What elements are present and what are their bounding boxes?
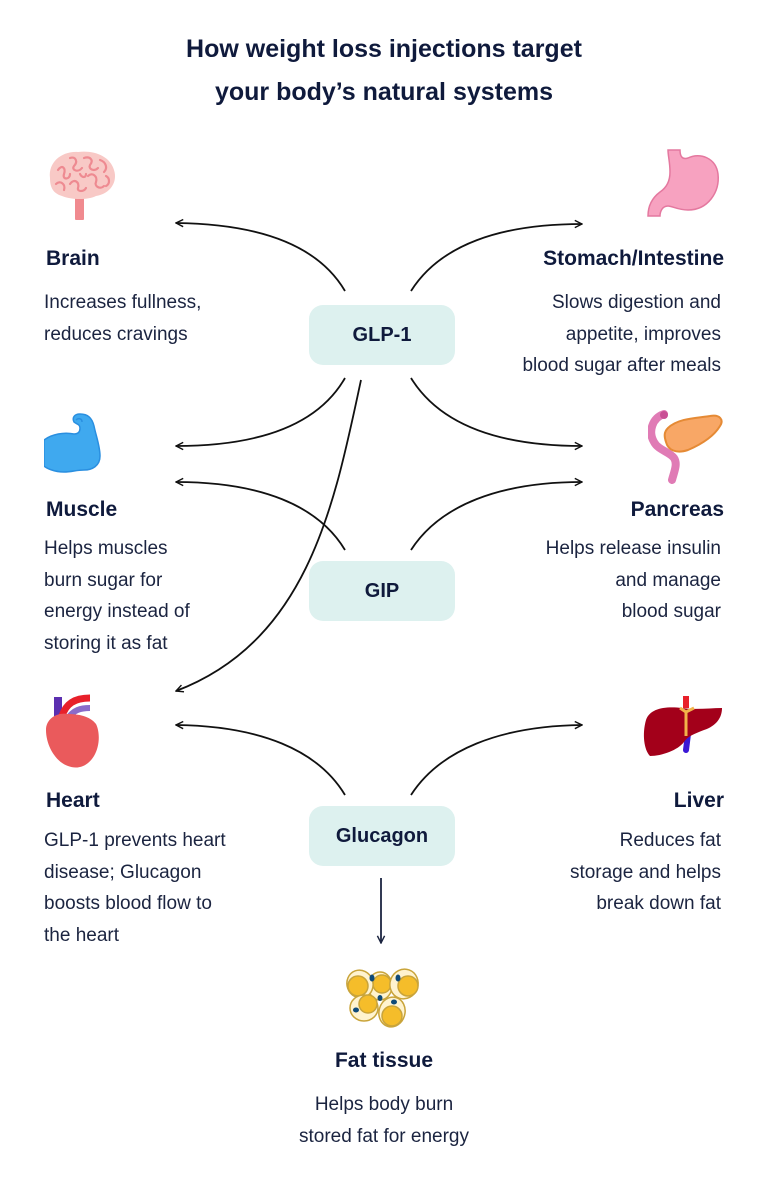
desc-line: the heart (44, 924, 119, 946)
page-title: How weight loss injections target your b… (0, 28, 768, 114)
desc-line: disease; Glucagon (44, 861, 202, 883)
desc-line: GLP-1 prevents heart (44, 830, 226, 851)
arrow-gip-pancreas (410, 482, 582, 551)
arrow-glp1-pancreas (410, 377, 582, 446)
title-line-2: your body’s natural systems (214, 78, 554, 106)
hormone-glucagon-label: Glucagon (335, 824, 429, 847)
pancreas-icon (648, 410, 723, 484)
desc-line: and manage (615, 569, 721, 591)
organ-muscle-name: Muscle (46, 498, 118, 521)
organ-heart-desc: GLP-1 prevents heart disease; Glucagon b… (44, 825, 226, 951)
desc-line: Helps muscles (44, 538, 168, 559)
arrow-gip-muscle (176, 482, 346, 551)
desc-line: Increases fullness, (44, 292, 202, 313)
organ-pancreas-desc: Helps release insulin and manage blood s… (546, 533, 721, 628)
hormone-glucagon: Glucagon (309, 806, 455, 866)
desc-line: break down fat (596, 893, 721, 914)
desc-line: burn sugar for (44, 569, 163, 591)
title-line-1: How weight loss injections target (186, 35, 582, 63)
organ-fat-desc: Helps body burn stored fat for energy (234, 1089, 534, 1152)
fat-cells-icon (346, 968, 419, 1028)
organ-brain-name: Brain (46, 247, 100, 270)
organ-liver-desc: Reduces fat storage and helps break down… (570, 825, 721, 920)
desc-line: storage and helps (569, 861, 721, 883)
hormone-gip-label: GIP (364, 579, 400, 602)
organ-pancreas-name: Pancreas (630, 498, 724, 521)
desc-line: boosts blood flow to (44, 893, 212, 914)
heart-icon (46, 694, 99, 768)
desc-line: storing it as fat (44, 632, 168, 654)
desc-line: Slows digestion and (552, 292, 721, 313)
liver-icon (643, 696, 722, 756)
desc-line: reduces cravings (44, 323, 188, 345)
organ-muscle-desc: Helps muscles burn sugar for energy inst… (44, 533, 190, 659)
organ-stomach-name: Stomach/Intestine (543, 247, 724, 270)
arrow-glp1-heart (176, 379, 362, 691)
stomach-icon (647, 149, 719, 217)
organ-liver-name: Liver (673, 789, 724, 812)
organ-heart-name: Heart (46, 789, 100, 812)
desc-line: energy instead of (44, 601, 190, 622)
desc-line: blood sugar after meals (522, 355, 721, 376)
desc-line: Helps release insulin (545, 538, 721, 559)
organ-fat-name: Fat tissue (334, 1049, 434, 1072)
organ-stomach-desc: Slows digestion and appetite, improves b… (522, 287, 721, 382)
desc-line: blood sugar (621, 601, 721, 622)
hormone-gip: GIP (309, 561, 455, 621)
arrow-glp1-muscle (176, 377, 346, 446)
organ-brain-desc: Increases fullness, reduces cravings (44, 287, 201, 350)
desc-line: stored fat for energy (298, 1125, 470, 1147)
hormone-glp1-label: GLP-1 (352, 323, 412, 346)
desc-line: Reduces fat (619, 830, 721, 851)
brain-icon (49, 151, 116, 220)
arrow-glp1-brain (176, 223, 346, 292)
arrow-glp1-stomach (410, 224, 582, 292)
muscle-icon (44, 413, 101, 473)
arrow-glucagon-heart (176, 725, 346, 796)
hormone-glp1: GLP-1 (309, 305, 455, 365)
desc-line: appetite, improves (565, 323, 721, 345)
desc-line: Helps body burn (314, 1094, 454, 1115)
arrow-glucagon-liver (410, 725, 582, 796)
